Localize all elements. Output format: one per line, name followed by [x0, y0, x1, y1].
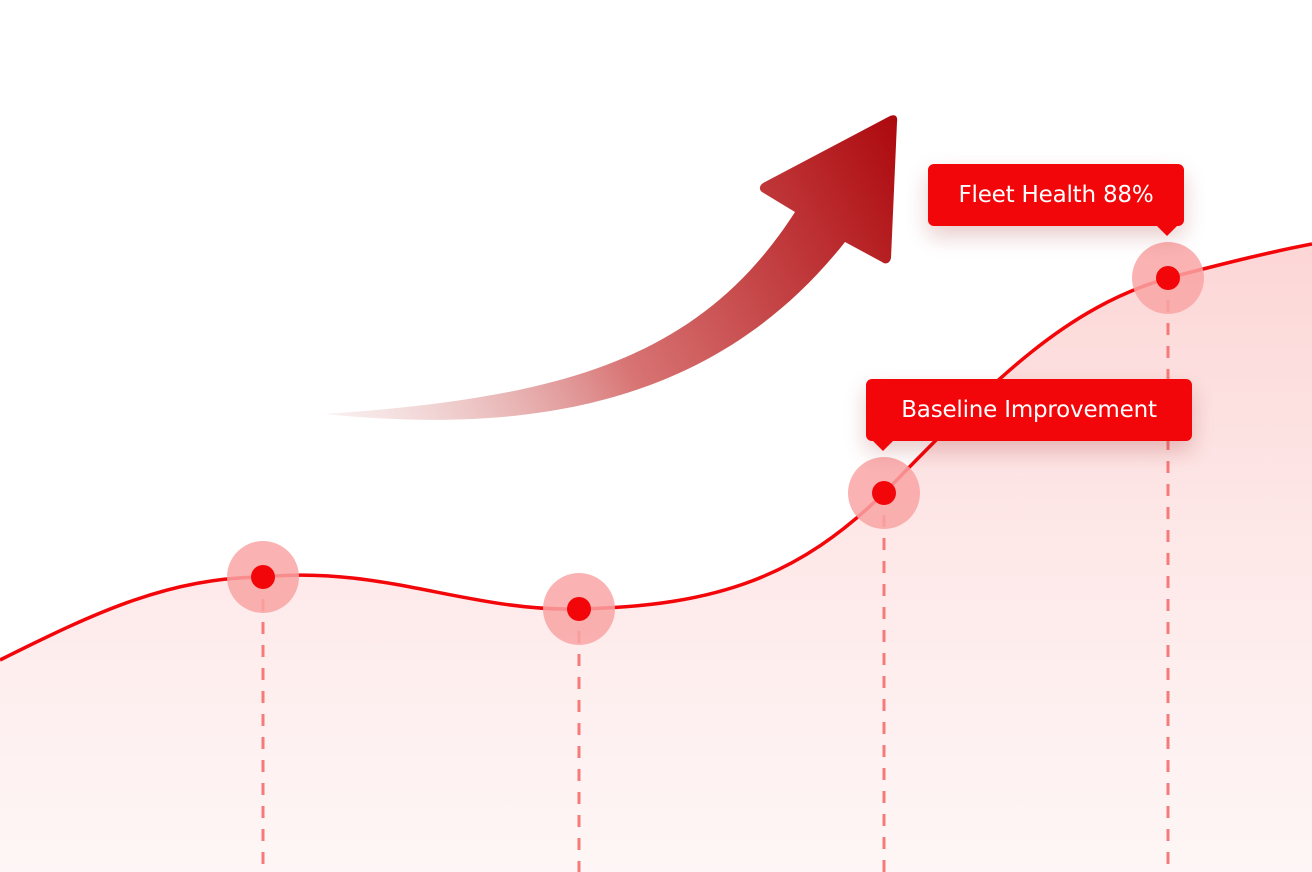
annotation-pointer — [872, 440, 894, 451]
annotation-fleet-health: Fleet Health 88% — [928, 164, 1184, 236]
area-fill — [0, 244, 1312, 872]
annotation-baseline-improvement-text: Baseline Improvement — [901, 397, 1157, 423]
data-markers — [227, 242, 1204, 645]
trend-arrow-icon — [325, 115, 898, 420]
annotation-pointer — [1156, 225, 1178, 236]
data-point-3 — [872, 481, 896, 505]
annotation-fleet-health-text: Fleet Health 88% — [958, 182, 1154, 208]
annotation-baseline-improvement: Baseline Improvement — [866, 379, 1192, 451]
data-point-1 — [251, 565, 275, 589]
data-point-2 — [567, 597, 591, 621]
data-point-4 — [1156, 266, 1180, 290]
